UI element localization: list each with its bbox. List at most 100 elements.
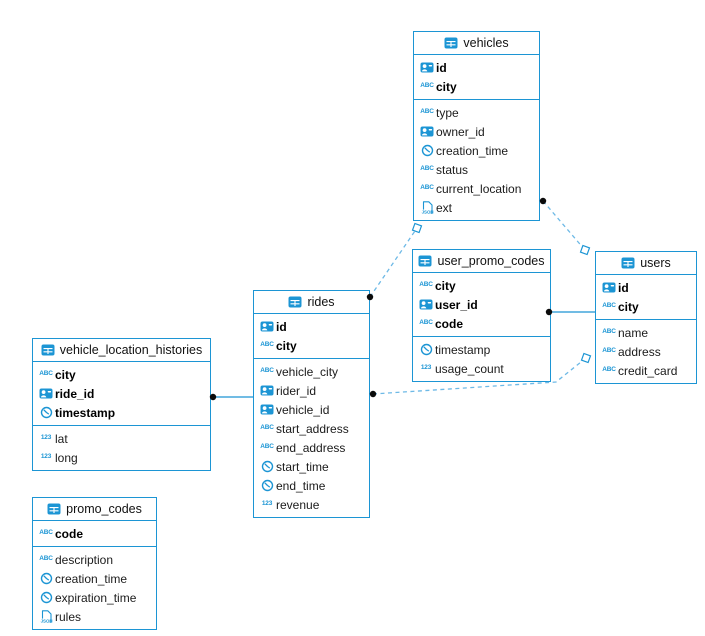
varchar-abc-icon: ABC	[419, 319, 433, 327]
column-rides-start_time[interactable]: start_time	[254, 457, 369, 476]
column-name: timestamp	[435, 342, 491, 357]
column-name: user_id	[435, 297, 478, 312]
varchar-abc-icon: ABC	[602, 328, 616, 336]
number-123-icon: 123	[40, 434, 52, 442]
column-vehicle_location_histories-ride_id[interactable]: ride_id	[33, 384, 210, 403]
column-name: status	[436, 162, 469, 177]
svg-text:JSON: JSON	[421, 209, 433, 214]
column-name: city	[435, 278, 456, 293]
number-123-icon: 123	[420, 364, 432, 372]
column-users-id[interactable]: id	[596, 278, 696, 297]
table-title: vehicles	[463, 36, 509, 50]
column-promo_codes-creation_time[interactable]: creation_time	[33, 569, 156, 588]
column-name: start_time	[276, 459, 329, 474]
varchar-abc-icon: ABC	[260, 443, 274, 451]
column-promo_codes-expiration_time[interactable]: expiration_time	[33, 588, 156, 607]
relationship-rides-to-vehicles[interactable]	[369, 227, 418, 298]
table-header-promo_codes[interactable]: promo_codes	[33, 498, 156, 521]
varchar-abc-icon: ABC	[39, 555, 53, 563]
column-rides-vehicle_id[interactable]: vehicle_id	[254, 400, 369, 419]
table-header-user_promo_codes[interactable]: user_promo_codes	[413, 250, 550, 273]
id-badge-icon	[37, 388, 55, 399]
json-icon: JSON	[37, 610, 55, 623]
column-name: end_time	[276, 478, 326, 493]
column-rides-rider_id[interactable]: rider_id	[254, 381, 369, 400]
column-vehicles-owner_id[interactable]: owner_id	[414, 122, 539, 141]
table-icon	[47, 503, 61, 515]
varchar-abc-icon: ABC	[420, 165, 434, 173]
column-name: lat	[55, 431, 68, 446]
table-icon	[288, 296, 302, 308]
id-badge-icon	[258, 385, 276, 396]
table-title: promo_codes	[66, 502, 142, 516]
column-rides-id[interactable]: id	[254, 317, 369, 336]
table-header-vehicles[interactable]: vehicles	[414, 32, 539, 55]
column-name: name	[618, 325, 649, 340]
column-name: credit_card	[618, 363, 678, 378]
table-icon	[418, 255, 432, 267]
varchar-abc-icon: ABC	[39, 370, 53, 378]
relationship-vehicles-to-users[interactable]	[542, 200, 586, 251]
column-name: address	[618, 344, 661, 359]
clock-icon	[37, 572, 55, 585]
column-vehicles-creation_time[interactable]: creation_time	[414, 141, 539, 160]
table-title: user_promo_codes	[437, 254, 545, 268]
table-header-rides[interactable]: rides	[254, 291, 369, 314]
cardinality-dot	[369, 390, 377, 398]
column-user_promo_codes-timestamp[interactable]: timestamp	[413, 340, 550, 359]
json-icon: JSON	[418, 201, 436, 214]
column-name: ext	[436, 200, 453, 215]
column-name: vehicle_id	[276, 402, 330, 417]
table-header-users[interactable]: users	[596, 252, 696, 275]
varchar-abc-icon: ABC	[602, 302, 616, 310]
table-icon	[444, 37, 458, 49]
clock-icon	[258, 460, 276, 473]
column-vehicles-id[interactable]: id	[414, 58, 539, 77]
clock-icon	[37, 406, 55, 419]
id-badge-icon	[600, 282, 618, 293]
id-badge-icon	[417, 299, 435, 310]
id-badge-icon	[418, 62, 436, 73]
column-rides-end_time[interactable]: end_time	[254, 476, 369, 495]
number-123-icon: 123	[40, 453, 52, 461]
column-vehicle_location_histories-timestamp[interactable]: timestamp	[33, 403, 210, 422]
table-header-vehicle_location_histories[interactable]: vehicle_location_histories	[33, 339, 210, 362]
column-user_promo_codes-user_id[interactable]: user_id	[413, 295, 550, 314]
varchar-abc-icon: ABC	[419, 281, 433, 289]
